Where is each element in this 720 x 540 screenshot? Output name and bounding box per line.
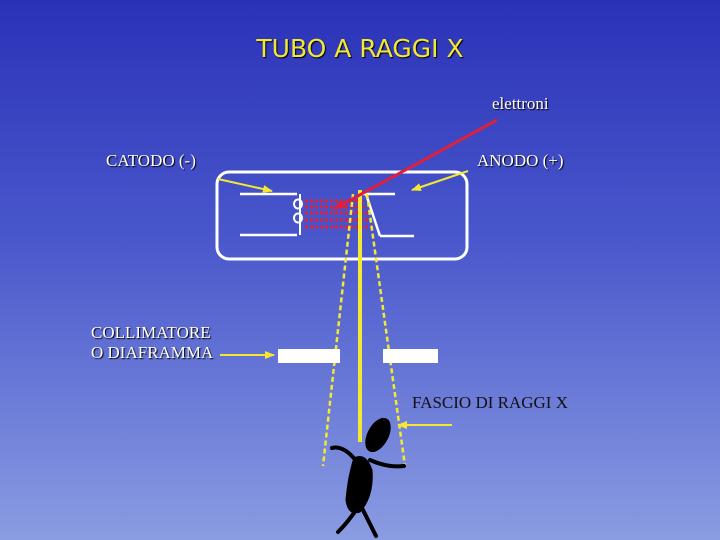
xray-beam	[321, 190, 407, 467]
tube-envelope	[215, 170, 469, 261]
anode-target-icon	[362, 192, 414, 238]
collimator-plate-right	[383, 349, 438, 363]
electron-arrow	[333, 118, 498, 211]
slide-title: TUBO A RAGGI X	[256, 34, 464, 63]
xray-beam-label: FASCIO DI RAGGI X	[412, 393, 568, 412]
electrons-label: elettroni	[492, 94, 549, 113]
cathode-filament-icon	[240, 192, 303, 237]
person-figure-icon	[330, 417, 406, 538]
collimator-label-line2: O DIAFRAMMA	[91, 343, 214, 362]
collimator-label: COLLIMATORE O DIAFRAMMA	[91, 323, 213, 363]
anode-label: ANODO (+)	[477, 151, 564, 170]
cathode-label: CATODO (-)	[106, 151, 196, 170]
collimator-plate-left	[278, 349, 340, 363]
cathode-pointer-arrow	[217, 178, 273, 193]
collimator-label-line1: COLLIMATORE	[91, 323, 211, 342]
anode-pointer-arrow	[411, 170, 469, 191]
